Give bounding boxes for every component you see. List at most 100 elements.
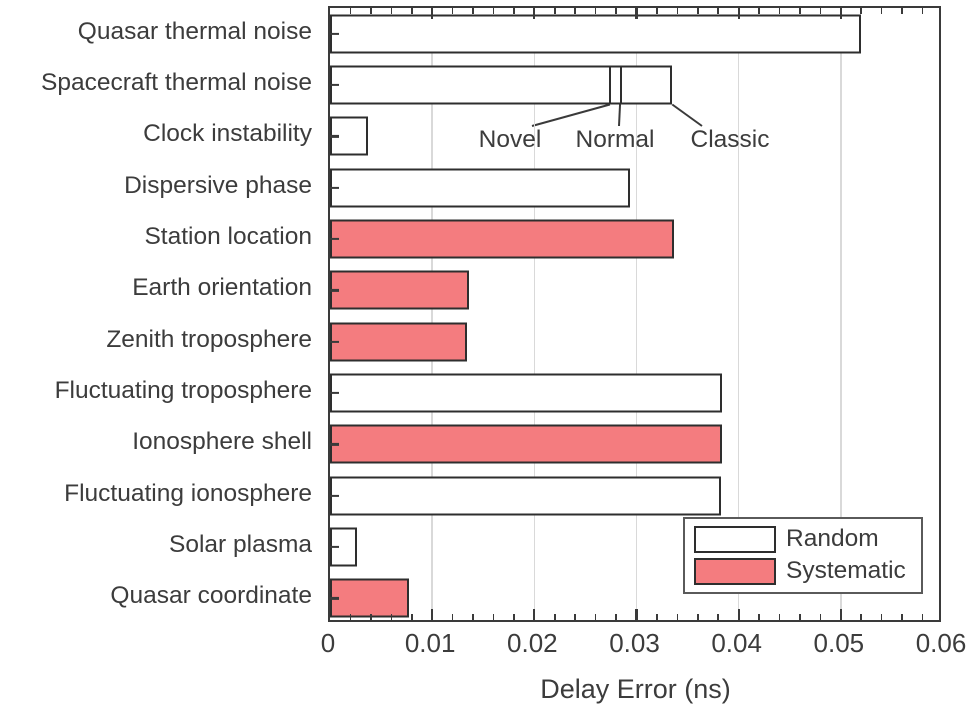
x-tick-minor xyxy=(676,8,679,14)
x-tick-minor xyxy=(799,614,801,620)
x-tick-minor xyxy=(860,614,863,620)
x-tick-major xyxy=(635,609,638,620)
bar-fluctuating-ionosphere[interactable] xyxy=(330,476,722,516)
x-tick-minor xyxy=(615,614,617,620)
y-tick xyxy=(330,237,339,241)
y-tick xyxy=(330,545,339,549)
y-tick xyxy=(330,186,339,189)
y-tick xyxy=(330,32,339,35)
y-tick xyxy=(330,443,339,446)
y-tick xyxy=(330,391,339,395)
x-tick-minor xyxy=(390,8,393,14)
x-tick-major xyxy=(839,609,842,620)
x-tick-minor xyxy=(472,614,474,620)
x-tick-minor xyxy=(492,614,495,620)
x-tick-minor xyxy=(697,614,699,620)
y-axis-label-clock-instability: Clock instability xyxy=(143,120,312,148)
x-tick-minor xyxy=(901,8,903,14)
x-axis-title-text: Delay Error (ns) xyxy=(540,674,731,704)
leader-line-novel xyxy=(531,103,611,127)
gridline xyxy=(635,8,638,620)
y-tick xyxy=(330,135,339,138)
x-tick-major xyxy=(635,8,638,19)
x-tick-label: 0.06 xyxy=(915,628,967,658)
x-tick-minor xyxy=(574,8,576,14)
x-tick-minor xyxy=(758,614,760,620)
annotation-label-normal: Normal xyxy=(575,125,655,153)
x-axis-title: Delay Error (ns) xyxy=(0,676,971,703)
bar-divider-normal xyxy=(620,65,623,105)
x-tick-major xyxy=(533,8,536,19)
x-tick-major xyxy=(839,8,842,19)
bar-fluctuating-troposphere[interactable] xyxy=(330,373,723,413)
x-tick-minor xyxy=(901,614,903,620)
x-tick-minor xyxy=(594,8,597,14)
x-tick-label: 0 xyxy=(320,628,336,658)
y-tick xyxy=(330,83,339,87)
bar-earth-orientation[interactable] xyxy=(330,270,469,310)
gridline xyxy=(840,8,842,620)
y-axis-label-station-location: Station location xyxy=(144,222,312,250)
y-tick xyxy=(330,289,339,292)
legend-item-random[interactable]: Random xyxy=(694,526,912,553)
x-tick-minor xyxy=(513,614,515,620)
x-tick-minor xyxy=(574,614,576,620)
x-tick-minor xyxy=(778,8,781,14)
y-axis-label-earth-orientation: Earth orientation xyxy=(132,274,312,302)
y-axis-label-ionosphere-shell: Ionosphere shell xyxy=(132,428,312,456)
bar-divider-novel xyxy=(608,65,612,105)
x-tick-major xyxy=(737,609,740,620)
x-tick-label: 0.03 xyxy=(609,628,660,658)
y-axis-label-quasar-coordinate: Quasar coordinate xyxy=(110,582,312,610)
gridline xyxy=(737,8,740,620)
x-tick-minor xyxy=(921,614,924,620)
y-axis-label-fluctuating-troposphere: Fluctuating troposphere xyxy=(54,376,312,404)
x-tick-minor xyxy=(451,614,454,620)
x-tick-minor xyxy=(697,8,699,14)
x-tick-label: 0.05 xyxy=(813,628,865,658)
x-tick-minor xyxy=(717,614,720,620)
x-tick-minor xyxy=(880,614,883,620)
bar-dispersive-phase[interactable] xyxy=(330,168,631,208)
bar-ionosphere-shell[interactable] xyxy=(330,424,723,464)
x-tick-minor xyxy=(513,8,515,14)
x-tick-minor xyxy=(758,8,760,14)
y-tick xyxy=(330,597,339,600)
x-tick-label: 0.01 xyxy=(404,628,456,658)
x-tick-minor xyxy=(615,8,617,14)
x-tick-minor xyxy=(472,8,474,14)
x-tick-label: 0.02 xyxy=(507,628,558,658)
x-tick-major xyxy=(737,8,740,19)
x-tick-minor xyxy=(880,8,883,14)
bar-station-location[interactable] xyxy=(330,219,675,259)
x-tick-minor xyxy=(553,8,556,14)
y-axis-label-dispersive-phase: Dispersive phase xyxy=(124,171,312,199)
bar-zenith-troposphere[interactable] xyxy=(330,322,467,362)
legend-item-systematic[interactable]: Systematic xyxy=(694,558,912,585)
y-axis-label-solar-plasma: Solar plasma xyxy=(169,530,312,558)
x-tick-minor xyxy=(656,614,658,620)
x-tick-minor xyxy=(390,614,393,620)
x-tick-minor xyxy=(819,614,822,620)
legend-label-random: Random xyxy=(786,525,879,553)
legend-swatch-random xyxy=(694,526,776,553)
y-tick xyxy=(330,340,339,343)
y-axis-label-quasar-thermal-noise: Quasar thermal noise xyxy=(77,17,312,45)
annotation-label-classic: Classic xyxy=(690,125,770,153)
x-tick-major xyxy=(533,609,536,620)
x-tick-minor xyxy=(921,8,924,14)
bar-quasar-thermal-noise[interactable] xyxy=(330,14,862,54)
bar-quasar-coordinate[interactable] xyxy=(330,578,409,618)
x-tick-minor xyxy=(819,8,822,14)
legend-swatch-systematic xyxy=(694,558,776,585)
x-tick-major xyxy=(431,609,434,620)
y-axis-label-fluctuating-ionosphere: Fluctuating ionosphere xyxy=(64,479,312,507)
x-tick-minor xyxy=(676,614,679,620)
x-tick-minor xyxy=(349,614,352,620)
x-tick-minor xyxy=(553,614,556,620)
leader-line-classic xyxy=(671,103,703,127)
x-tick-minor xyxy=(410,614,413,620)
x-tick-major xyxy=(431,8,434,19)
